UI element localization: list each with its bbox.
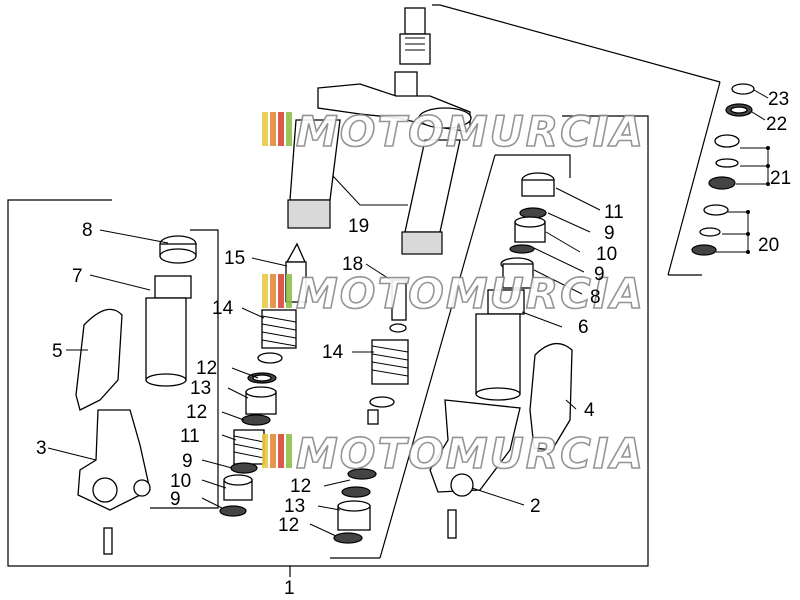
watermark-top: MOTOMURCIA — [262, 106, 645, 157]
right-leg — [429, 172, 573, 539]
callout-label: 8 — [82, 220, 93, 241]
callout-label: 6 — [578, 317, 589, 338]
callout-label: 4 — [584, 400, 595, 421]
callout-label: 1 — [284, 578, 295, 599]
callout-label: 21 — [770, 168, 791, 189]
callout-label: 12 — [278, 515, 299, 536]
callout-label: 5 — [52, 341, 63, 362]
center-internals — [333, 279, 409, 544]
callout-label: 8 — [590, 287, 601, 308]
callout-label: 13 — [284, 496, 305, 517]
callout-label: 10 — [596, 244, 617, 265]
assembly-frames — [7, 4, 721, 577]
watermark-stripe — [278, 112, 284, 146]
callout-label: 10 — [170, 471, 191, 492]
leader-lines — [47, 89, 769, 537]
steering-stem — [317, 7, 472, 133]
fork-tubes — [287, 119, 461, 255]
callout-label: 9 — [170, 489, 181, 510]
callout-label: 15 — [224, 248, 245, 269]
watermark-text: MOTOMURCIA — [296, 429, 645, 478]
callout-label: 12 — [196, 358, 217, 379]
watermark-stripe — [286, 112, 292, 146]
callout-label: 12 — [290, 476, 311, 497]
watermark-text: MOTOMURCIA — [296, 107, 645, 156]
callout-label: 18 — [342, 254, 363, 275]
callout-label: 23 — [768, 89, 789, 110]
watermark-stripe — [262, 434, 268, 468]
watermark-stripe — [270, 274, 276, 308]
left-leg — [75, 235, 197, 555]
callout-label: 14 — [322, 342, 344, 363]
watermark-stripe — [262, 274, 268, 308]
watermark-stripe — [262, 112, 268, 146]
left-internals — [219, 242, 307, 517]
callout-label: 2 — [530, 496, 541, 517]
callout-label: 12 — [186, 402, 207, 423]
callout-label: 14 — [212, 298, 234, 319]
callout-label: 9 — [594, 264, 605, 285]
watermark-stripe — [278, 434, 284, 468]
callout-label: 11 — [180, 426, 200, 447]
callout-label: 3 — [36, 438, 47, 459]
callout-label: 9 — [182, 451, 193, 472]
watermark-stripe — [270, 434, 276, 468]
watermark-stripe — [270, 112, 276, 146]
callout-label: 20 — [758, 235, 779, 256]
callout-label: 9 — [604, 223, 615, 244]
watermark-bottom: MOTOMURCIA — [262, 428, 645, 479]
callout-label: 7 — [72, 266, 83, 287]
headset-parts — [691, 83, 770, 256]
watermark-stripe — [286, 434, 292, 468]
callout-labels: 1 2 3 4 5 6 7 8 8 9 9 9 9 10 10 11 11 12… — [36, 89, 791, 599]
watermark-stripe — [278, 274, 284, 308]
watermark-stripe — [286, 274, 292, 308]
watermark-text: MOTOMURCIA — [296, 269, 645, 318]
callout-label: 22 — [766, 114, 787, 135]
callout-label: 11 — [604, 202, 624, 223]
callout-label: 19 — [348, 216, 369, 237]
callout-label: 13 — [190, 378, 211, 399]
watermark-middle: MOTOMURCIA — [262, 268, 645, 319]
